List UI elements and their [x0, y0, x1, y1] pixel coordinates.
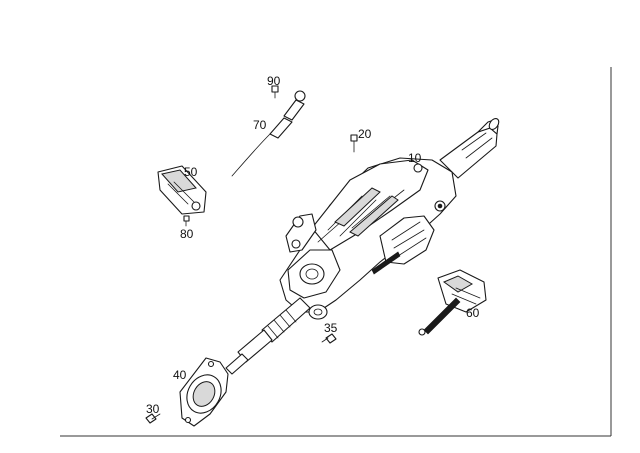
callout-80: 80	[180, 227, 194, 241]
steering-column-assembly	[225, 118, 500, 375]
callout-50: 50	[184, 165, 198, 179]
callout-40: 40	[173, 368, 187, 382]
screw-part-90	[271, 85, 279, 99]
callout-10: 10	[408, 151, 422, 165]
actuator-part-50	[157, 165, 207, 215]
screw-part-35	[321, 333, 337, 344]
screw-part-80	[183, 215, 190, 227]
callout-60: 60	[466, 306, 480, 320]
adjust-motor-part-60	[418, 269, 487, 336]
callout-30: 30	[146, 402, 160, 416]
bolt-part-20	[350, 134, 358, 153]
callout-35: 35	[324, 321, 338, 335]
callout-20: 20	[358, 127, 372, 141]
screw-part-30	[145, 413, 161, 424]
cable-part-70	[231, 90, 306, 177]
flange-part-40	[179, 357, 229, 427]
callout-90: 90	[267, 74, 281, 88]
callout-70: 70	[253, 118, 267, 132]
